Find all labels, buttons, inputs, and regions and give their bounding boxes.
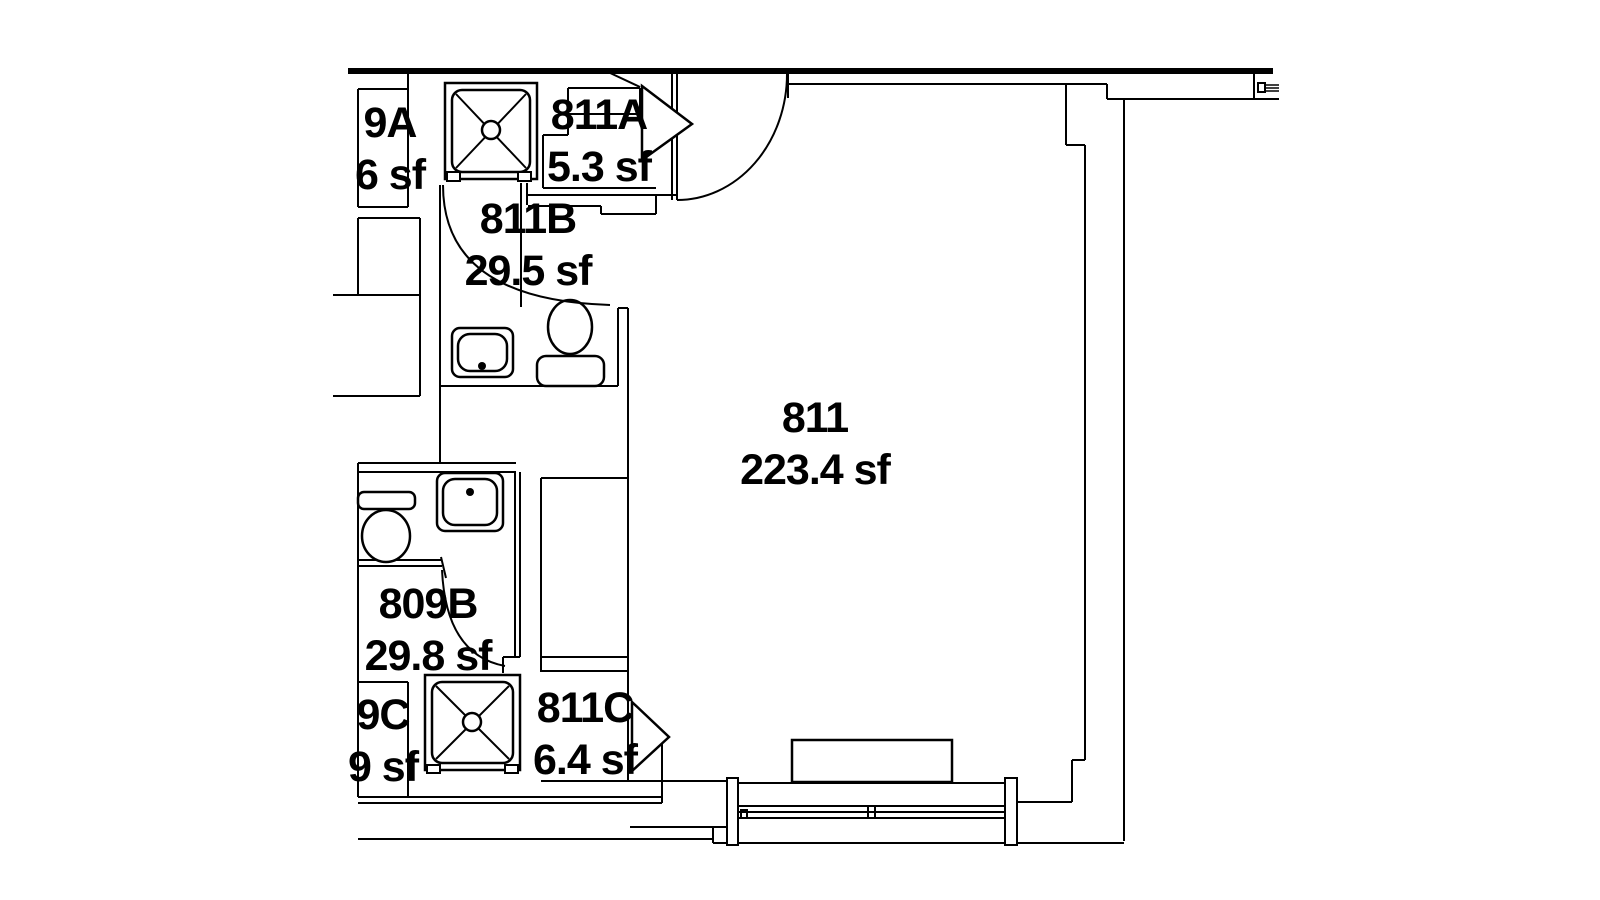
room-number: 809B <box>378 580 479 628</box>
toilet-bowl <box>360 508 412 564</box>
door-swing-809b-icon <box>440 556 506 667</box>
wall-end-block <box>1257 82 1266 93</box>
room-label-809a-partial: 9A 6 sf <box>330 97 450 201</box>
window-mullion <box>867 806 876 818</box>
shower-stall-bottom-icon <box>423 673 522 774</box>
window-jamb-left <box>726 777 739 846</box>
door-swing-811b-icon <box>442 184 611 306</box>
exterior-wall-right <box>1017 84 1125 841</box>
room-area: 6 sf <box>354 151 426 199</box>
room-label-811: 811 223.4 sf <box>723 392 907 496</box>
sink-basin <box>456 332 509 373</box>
room-number: 9C <box>356 691 411 739</box>
room-number: 811C <box>536 684 634 732</box>
shower-curb <box>426 764 441 774</box>
room-809a-walls <box>357 71 409 208</box>
shower-curb <box>517 171 532 182</box>
door-swing-entry-icon <box>676 73 788 201</box>
room-number: 811A <box>550 91 648 139</box>
window-jamb-right <box>1004 777 1018 846</box>
room-number: 9A <box>363 99 418 147</box>
room-label-809b: 809B 29.8 sf <box>343 578 513 682</box>
door-triangle-811c-icon <box>630 699 671 774</box>
room-area: 6.4 sf <box>533 736 638 784</box>
sink-basin <box>441 477 499 527</box>
shower-outer <box>443 81 539 181</box>
window-icon <box>726 777 1018 846</box>
room-number: 811 <box>781 394 849 442</box>
room-area: 223.4 sf <box>740 446 891 494</box>
shower-curb <box>504 764 519 774</box>
shower-drain <box>480 119 502 141</box>
wall-hatch <box>1265 84 1279 92</box>
sink-drain <box>466 488 474 496</box>
bath-811b-partition <box>520 183 528 307</box>
room-label-811c: 811C 6.4 sf <box>503 682 667 786</box>
wall-chase <box>540 477 628 672</box>
alcove-header <box>528 194 676 215</box>
shower-pan <box>450 88 532 174</box>
chase-809-walls <box>333 217 421 397</box>
room-label-811a: 811A 5.3 sf <box>518 89 680 193</box>
wall-lines <box>333 68 1279 844</box>
sink-drain <box>478 362 486 370</box>
door-swings <box>440 73 788 774</box>
room-area: 9 sf <box>347 743 419 791</box>
room-number: 811B <box>479 195 577 243</box>
bath-809b-walls <box>357 462 516 797</box>
shower-drain <box>461 711 483 733</box>
shower-curb <box>446 171 461 182</box>
door-triangle-811a-icon <box>640 83 695 163</box>
toilet-811b-icon <box>535 298 606 388</box>
toilet-bowl <box>546 298 594 356</box>
window-glazing <box>738 782 1005 819</box>
mullion-cap <box>740 809 748 819</box>
corridor-wall-line <box>788 83 1279 100</box>
toilet-tank <box>535 354 606 388</box>
toilet-809b-icon <box>356 490 417 564</box>
sink-809b-icon <box>435 471 505 533</box>
closet-809c-walls <box>358 681 409 797</box>
closet-811a-walls <box>542 71 676 189</box>
room-label-811b: 811B 29.5 sf <box>443 193 613 297</box>
room-area: 29.5 sf <box>464 247 593 295</box>
toilet-tank <box>356 490 417 511</box>
sink-811b-icon <box>450 326 515 379</box>
shower-outer <box>423 673 522 772</box>
room-area: 5.3 sf <box>547 143 652 191</box>
shower-stall-top-icon <box>443 81 539 182</box>
bath-811b-east-wall <box>617 307 629 781</box>
shower-pan <box>430 680 515 765</box>
room-label-809c-partial: 9C 9 sf <box>318 689 448 793</box>
bath-809b-east-wall <box>502 472 521 673</box>
room-area: 29.8 sf <box>364 632 493 680</box>
bench-icon <box>790 738 954 784</box>
exterior-wall-bottom <box>358 740 1124 844</box>
